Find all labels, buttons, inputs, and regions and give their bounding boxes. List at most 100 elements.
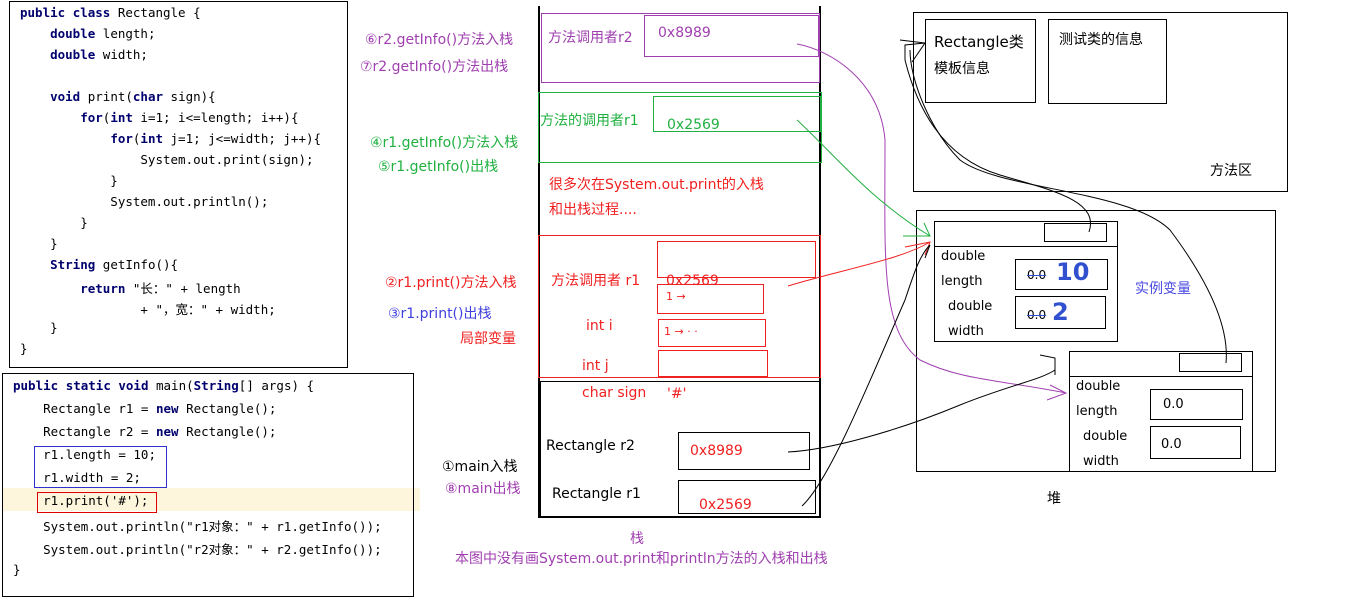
local-vars-label: 局部变量	[460, 331, 516, 347]
heap-object-r1-header-line	[934, 246, 1118, 247]
code-line: }	[20, 236, 58, 251]
step-1-label: ①main入栈	[442, 459, 518, 475]
obj1-width-old: 0.0	[1027, 308, 1047, 322]
print-call-highlight-box	[37, 492, 157, 513]
test-class-label: 测试类的信息	[1059, 32, 1143, 48]
assignment-highlight-box	[34, 446, 167, 488]
obj2-width-value: 0.0	[1161, 437, 1182, 452]
code-line: System.out.println("r2对象：" + r2.getInfo(…	[13, 542, 382, 557]
heap-object-r1	[934, 221, 1118, 342]
step-8-label: ⑧main出栈	[445, 481, 521, 497]
code-line: String getInfo(){	[50, 257, 179, 272]
heap-title: 堆	[1047, 491, 1061, 507]
heap-object-r2-header-line	[1069, 376, 1253, 377]
main-r1-label: Rectangle r1	[552, 486, 641, 502]
obj1-width-box	[1015, 296, 1106, 329]
code-line: public static void main(String[] args) {	[13, 378, 315, 393]
char-sign-value: '#'	[667, 386, 687, 402]
code-line: }	[20, 320, 58, 335]
code-line: }	[13, 562, 21, 577]
arrow-r1-getinfo-to-obj1	[796, 119, 931, 237]
print-caller-label: 方法调用者 r1	[551, 273, 641, 289]
code-line: System.out.print(sign);	[20, 152, 314, 167]
arrow-r2-getinfo-to-obj2	[796, 43, 1068, 401]
heap-object-r1-class-ref	[1044, 223, 1107, 242]
main-r1-box	[678, 480, 816, 514]
stack-note: 本图中没有画System.out.print和println方法的入栈和出栈	[455, 551, 828, 567]
code-line: r1.print('#');	[13, 493, 149, 508]
instance-vars-label: 实例变量	[1135, 281, 1191, 297]
char-sign-label: char sign	[582, 385, 647, 401]
main-code-panel: public static void main(String[] args) {…	[2, 373, 414, 597]
step-2-label: ②r1.print()方法入栈	[385, 275, 517, 291]
frame-r1-caller-value-box	[653, 96, 821, 132]
step-4-label: ④r1.getInfo()方法入栈	[370, 135, 519, 151]
code-line: }	[20, 215, 88, 230]
heap-object-r2	[1069, 351, 1253, 472]
code-line: public class Rectangle {	[20, 5, 201, 20]
method-area-title: 方法区	[1210, 163, 1252, 179]
test-class-box	[1048, 19, 1167, 104]
arrow-obj2-to-class	[909, 49, 1227, 364]
frame-main	[540, 381, 821, 517]
main-r1-value: 0x2569	[699, 497, 752, 513]
main-r2-value: 0x8989	[690, 443, 743, 459]
print-caller-value: 0x2569	[666, 273, 719, 289]
int-j-value: 1 → · ·	[664, 325, 698, 338]
method-area	[913, 12, 1288, 192]
code-line: r1.width = 2;	[13, 470, 141, 485]
obj1-length-old: 0.0	[1027, 268, 1047, 282]
code-line: }	[20, 341, 28, 356]
stack-title: 栈	[630, 531, 644, 547]
print-note-line2: 和出栈过程....	[549, 202, 637, 218]
int-i-box	[657, 284, 764, 314]
main-r2-box	[678, 432, 810, 470]
code-line: double length;	[50, 26, 156, 41]
frame-r2-caller-label: 方法调用者r2	[548, 30, 633, 46]
print-note-line1: 很多次在System.out.print的入栈	[549, 177, 764, 193]
print-caller-box	[657, 241, 816, 278]
int-j-label: int j	[582, 358, 609, 374]
rectangle-class-box	[925, 19, 1036, 103]
code-line: + "，宽：" + width;	[20, 302, 276, 317]
obj1-l1: double	[941, 249, 986, 264]
arrow-main-r2-to-obj2	[787, 354, 1056, 453]
obj2-l3: double	[1083, 429, 1128, 444]
main-r2-label: Rectangle r2	[546, 438, 635, 454]
code-line: System.out.println();	[20, 194, 269, 209]
int-i-label: int i	[586, 318, 613, 334]
obj2-l4: width	[1083, 454, 1119, 469]
obj2-length-box	[1150, 389, 1243, 420]
current-line-highlight	[3, 488, 420, 511]
frame-print	[538, 235, 821, 378]
frame-r1-caller-label: 方法的调用者r1	[540, 113, 639, 129]
obj2-l2: length	[1076, 404, 1118, 419]
heap-object-r2-class-ref	[1179, 353, 1242, 372]
code-line: for(int i=1; i<=length; i++){	[80, 110, 299, 125]
obj2-width-box	[1150, 426, 1241, 459]
code-line: void print(char sign){	[50, 89, 216, 104]
arrow-print-caller-to-obj1	[787, 241, 931, 287]
obj1-length-value: 10	[1056, 258, 1090, 286]
obj1-l3: double	[948, 299, 993, 314]
code-line: Rectangle r2 = new Rectangle();	[13, 424, 277, 439]
obj1-length-box	[1015, 259, 1108, 290]
rectangle-class-line1: Rectangle类	[934, 33, 1024, 51]
obj1-l2: length	[941, 274, 983, 289]
step-3-label: ③r1.print()出栈	[388, 306, 492, 322]
class-code-panel: public class Rectangle { double length; …	[9, 1, 348, 368]
char-sign-box	[658, 350, 768, 377]
code-line: r1.length = 10;	[13, 447, 156, 462]
obj2-length-value: 0.0	[1163, 397, 1184, 412]
frame-r2-caller-value-box	[644, 15, 819, 57]
frame-r1-caller-value: 0x2569	[667, 117, 720, 133]
step-7-label: ⑦r2.getInfo()方法出栈	[360, 59, 509, 75]
int-i-value: 1 →	[666, 290, 686, 303]
arrow-obj1-to-class	[899, 39, 1092, 233]
frame-r1-getinfo	[538, 92, 822, 163]
step-6-label: ⑥r2.getInfo()方法入栈	[365, 32, 514, 48]
rectangle-class-line2: 模板信息	[934, 61, 990, 77]
code-line: for(int j=1; j<=width; j++){	[110, 131, 322, 146]
